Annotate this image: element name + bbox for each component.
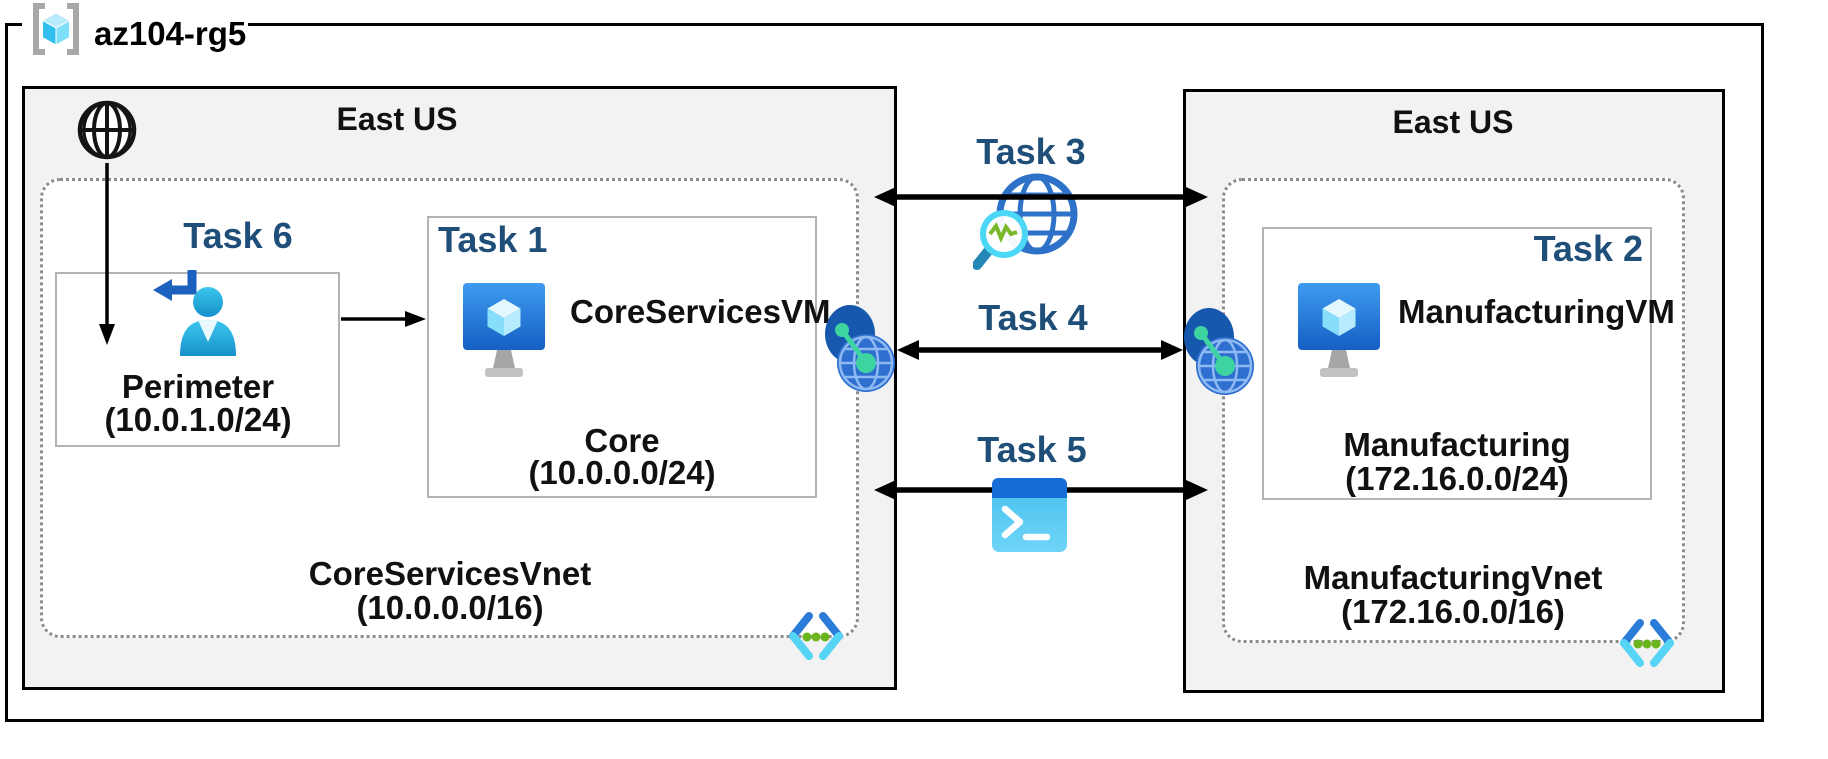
subnet-manufacturing-box [1262,227,1652,500]
subnet-manufacturing-name: Manufacturing [1343,426,1571,463]
task4-label: Task 4 [978,297,1088,338]
vnet-peering-icon-right [1184,308,1254,398]
virtual-machine-icon-manufacturing [1298,283,1380,380]
virtual-machine-icon-core [463,283,545,380]
internet-globe-icon [75,98,139,162]
resource-group-icon [28,1,84,57]
vm-core-name: CoreServicesVM [570,293,831,330]
cloud-shell-icon [992,478,1067,552]
code-brackets-icon-right [1618,619,1676,667]
task3-label: Task 3 [976,131,1086,172]
task5-label: Task 5 [977,429,1087,470]
resource-group-label: az104-rg5 [94,15,247,52]
region-title-left: East US [336,101,458,137]
region-title-right: East US [1392,104,1514,140]
vnet-core-cidr: (10.0.0.0/16) [356,589,544,626]
task1-label: Task 1 [438,219,548,260]
network-watcher-icon [973,168,1081,278]
vm-manufacturing-name: ManufacturingVM [1398,293,1675,330]
subnet-core-box [427,216,817,498]
subnet-perimeter-name: Perimeter [121,368,275,405]
task2-label: Task 2 [1533,228,1643,269]
subnet-perimeter-cidr: (10.0.1.0/24) [104,401,292,438]
subnet-manufacturing-cidr: (172.16.0.0/24) [1345,460,1569,497]
subnet-core-name: Core [584,422,660,459]
vnet-peering-icon-left [825,305,895,395]
task6-label: Task 6 [183,215,293,256]
vnet-core-name: CoreServicesVnet [308,555,592,592]
vnet-manufacturing-cidr: (172.16.0.0/16) [1341,593,1565,630]
subnet-core-cidr: (10.0.0.0/24) [528,454,716,491]
code-brackets-icon-left [787,612,845,660]
inbound-user-icon [148,264,240,360]
vnet-manufacturing-name: ManufacturingVnet [1303,559,1603,596]
